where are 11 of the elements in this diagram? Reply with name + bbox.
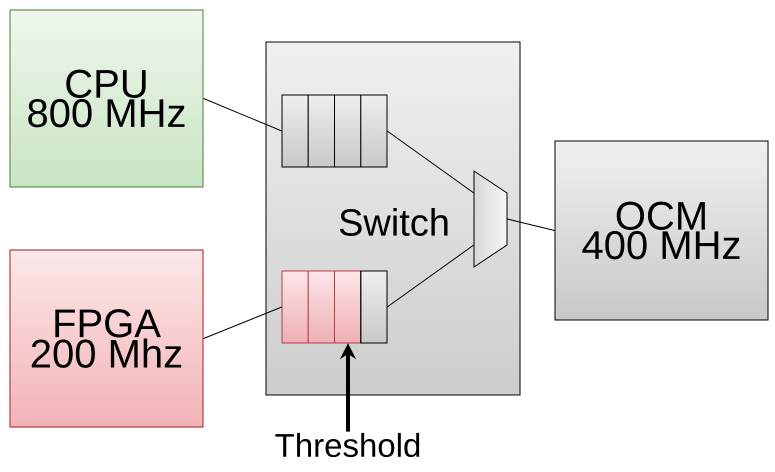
cpu-box: CPU 800 MHz: [9, 9, 204, 188]
queue-drawing: [282, 270, 388, 344]
fpga-box: FPGA 200 Mhz: [9, 249, 204, 428]
connector-line: [506, 218, 555, 231]
memory-box: OCM 400 MHz: [554, 140, 768, 320]
connector-line: [203, 98, 282, 132]
connector-line: [386, 244, 474, 308]
threshold-label: Threshold: [275, 432, 420, 458]
queue-drawing: [282, 94, 388, 168]
connector-line: [386, 130, 474, 194]
connector-line: [203, 306, 282, 339]
